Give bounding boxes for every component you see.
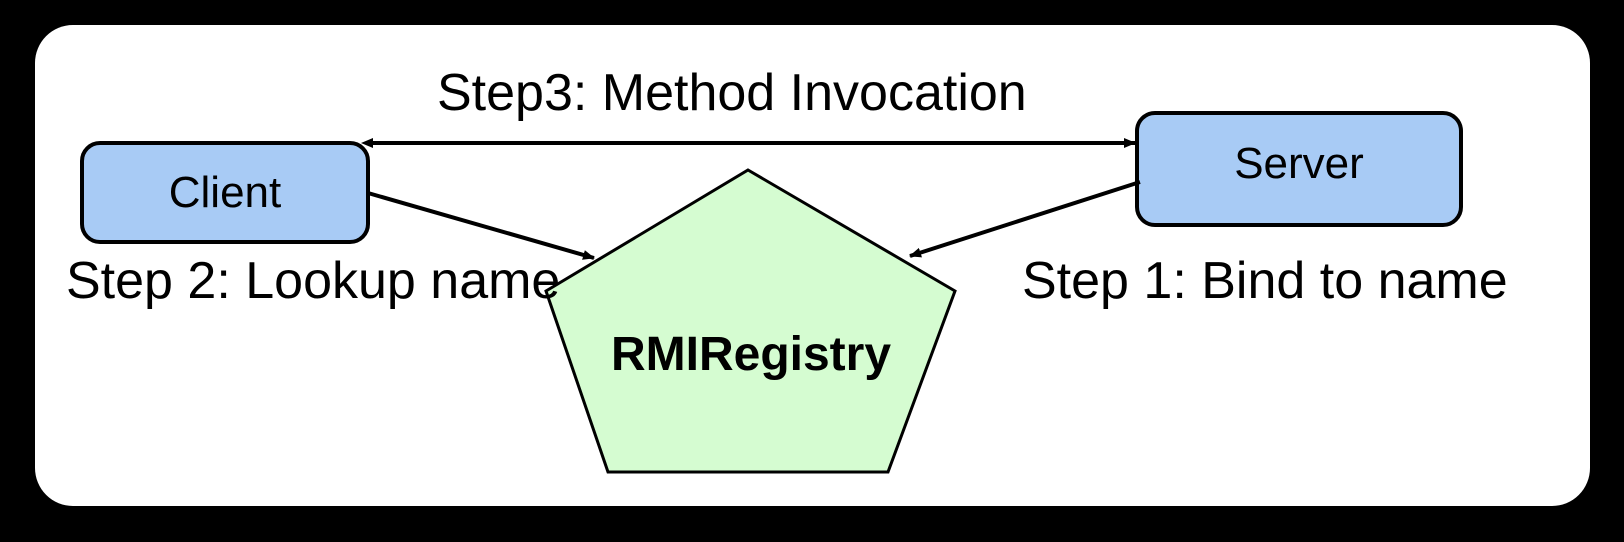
node-rmiregistry-shape[interactable] [544,168,957,474]
edge-lookup-name-line [367,191,595,260]
edge-label-lookup-name: Step 2: Lookup name [66,252,561,310]
node-client-shape[interactable] [80,141,370,244]
node-server-shape[interactable] [1135,111,1463,227]
edge-label-bind-to-name: Step 1: Bind to name [1022,252,1508,310]
edge-label-method-invocation: Step3: Method Invocation [437,64,1027,122]
edge-bind-to-name-line [909,180,1141,258]
